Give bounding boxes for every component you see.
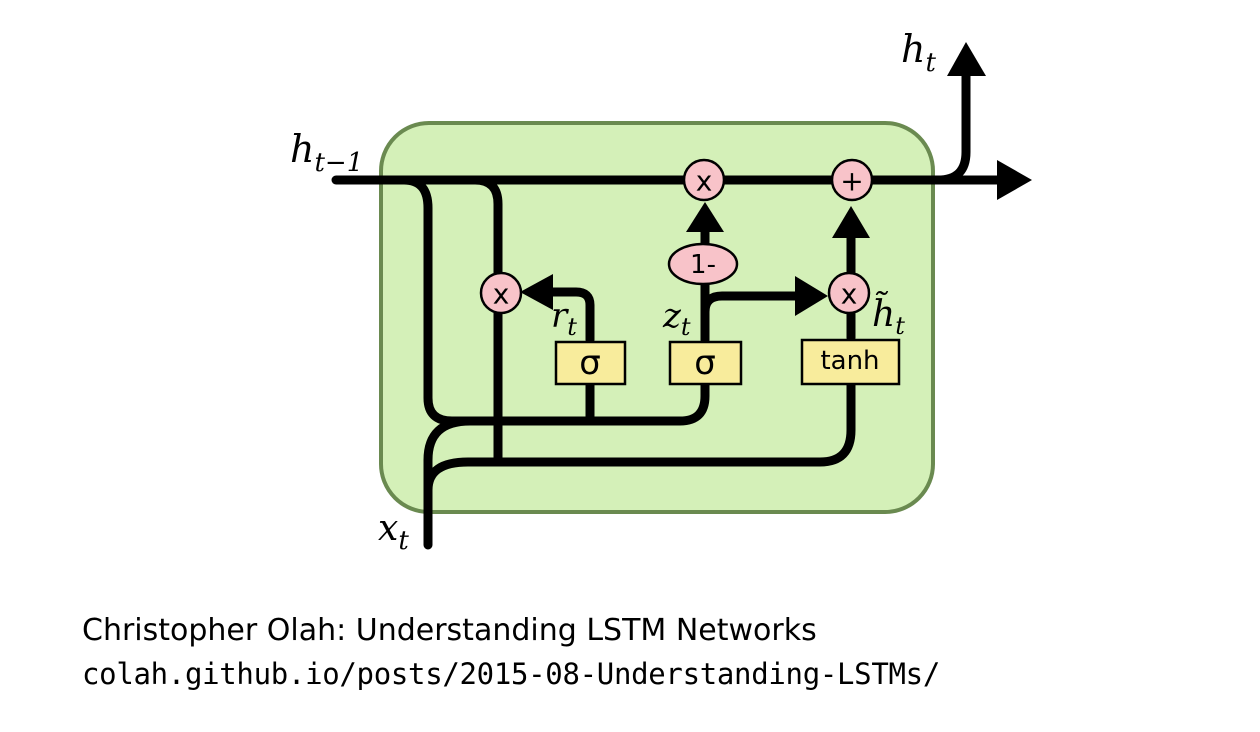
caption-url: colah.github.io/posts/2015-08-Understand… (82, 657, 940, 691)
arrowheads (520, 42, 1032, 316)
operator-multiply-top: x (682, 158, 726, 202)
gate-label: σ (694, 343, 716, 383)
label-x-in: xt (378, 508, 409, 556)
operator-multiply-reset: x (479, 271, 523, 315)
gru-cell (379, 121, 935, 514)
reset-gate: σ (554, 340, 627, 386)
label-h-prev: ht−1 (290, 127, 363, 178)
arrow-right-icon (997, 160, 1032, 200)
operator-one-minus: 1- (667, 242, 739, 286)
arrow-up-icon (686, 202, 724, 232)
operator-multiply-candidate: x (827, 271, 871, 315)
candidate-gate: tanh (800, 338, 901, 386)
label-update: zt (662, 296, 691, 341)
operator-add-top: + (830, 158, 874, 202)
label-h-out: ht (901, 27, 936, 78)
operator-symbol: x (696, 165, 713, 198)
caption-author: Christopher Olah: Understanding LSTM Net… (82, 613, 817, 648)
label-candidate: h̃t (872, 292, 905, 340)
gate-label: σ (579, 343, 601, 383)
operator-symbol: x (493, 278, 510, 311)
operator-symbol: + (840, 165, 863, 198)
gate-label: tanh (820, 346, 879, 376)
update-gate: σ (668, 340, 743, 386)
operator-symbol: 1- (690, 250, 716, 280)
arrow-up-icon (832, 206, 870, 238)
arrow-up-icon (947, 42, 986, 76)
arrow-left-icon (520, 274, 553, 310)
label-reset: rt (551, 296, 577, 341)
arrow-right-icon (795, 276, 828, 316)
operator-symbol: x (841, 278, 858, 311)
